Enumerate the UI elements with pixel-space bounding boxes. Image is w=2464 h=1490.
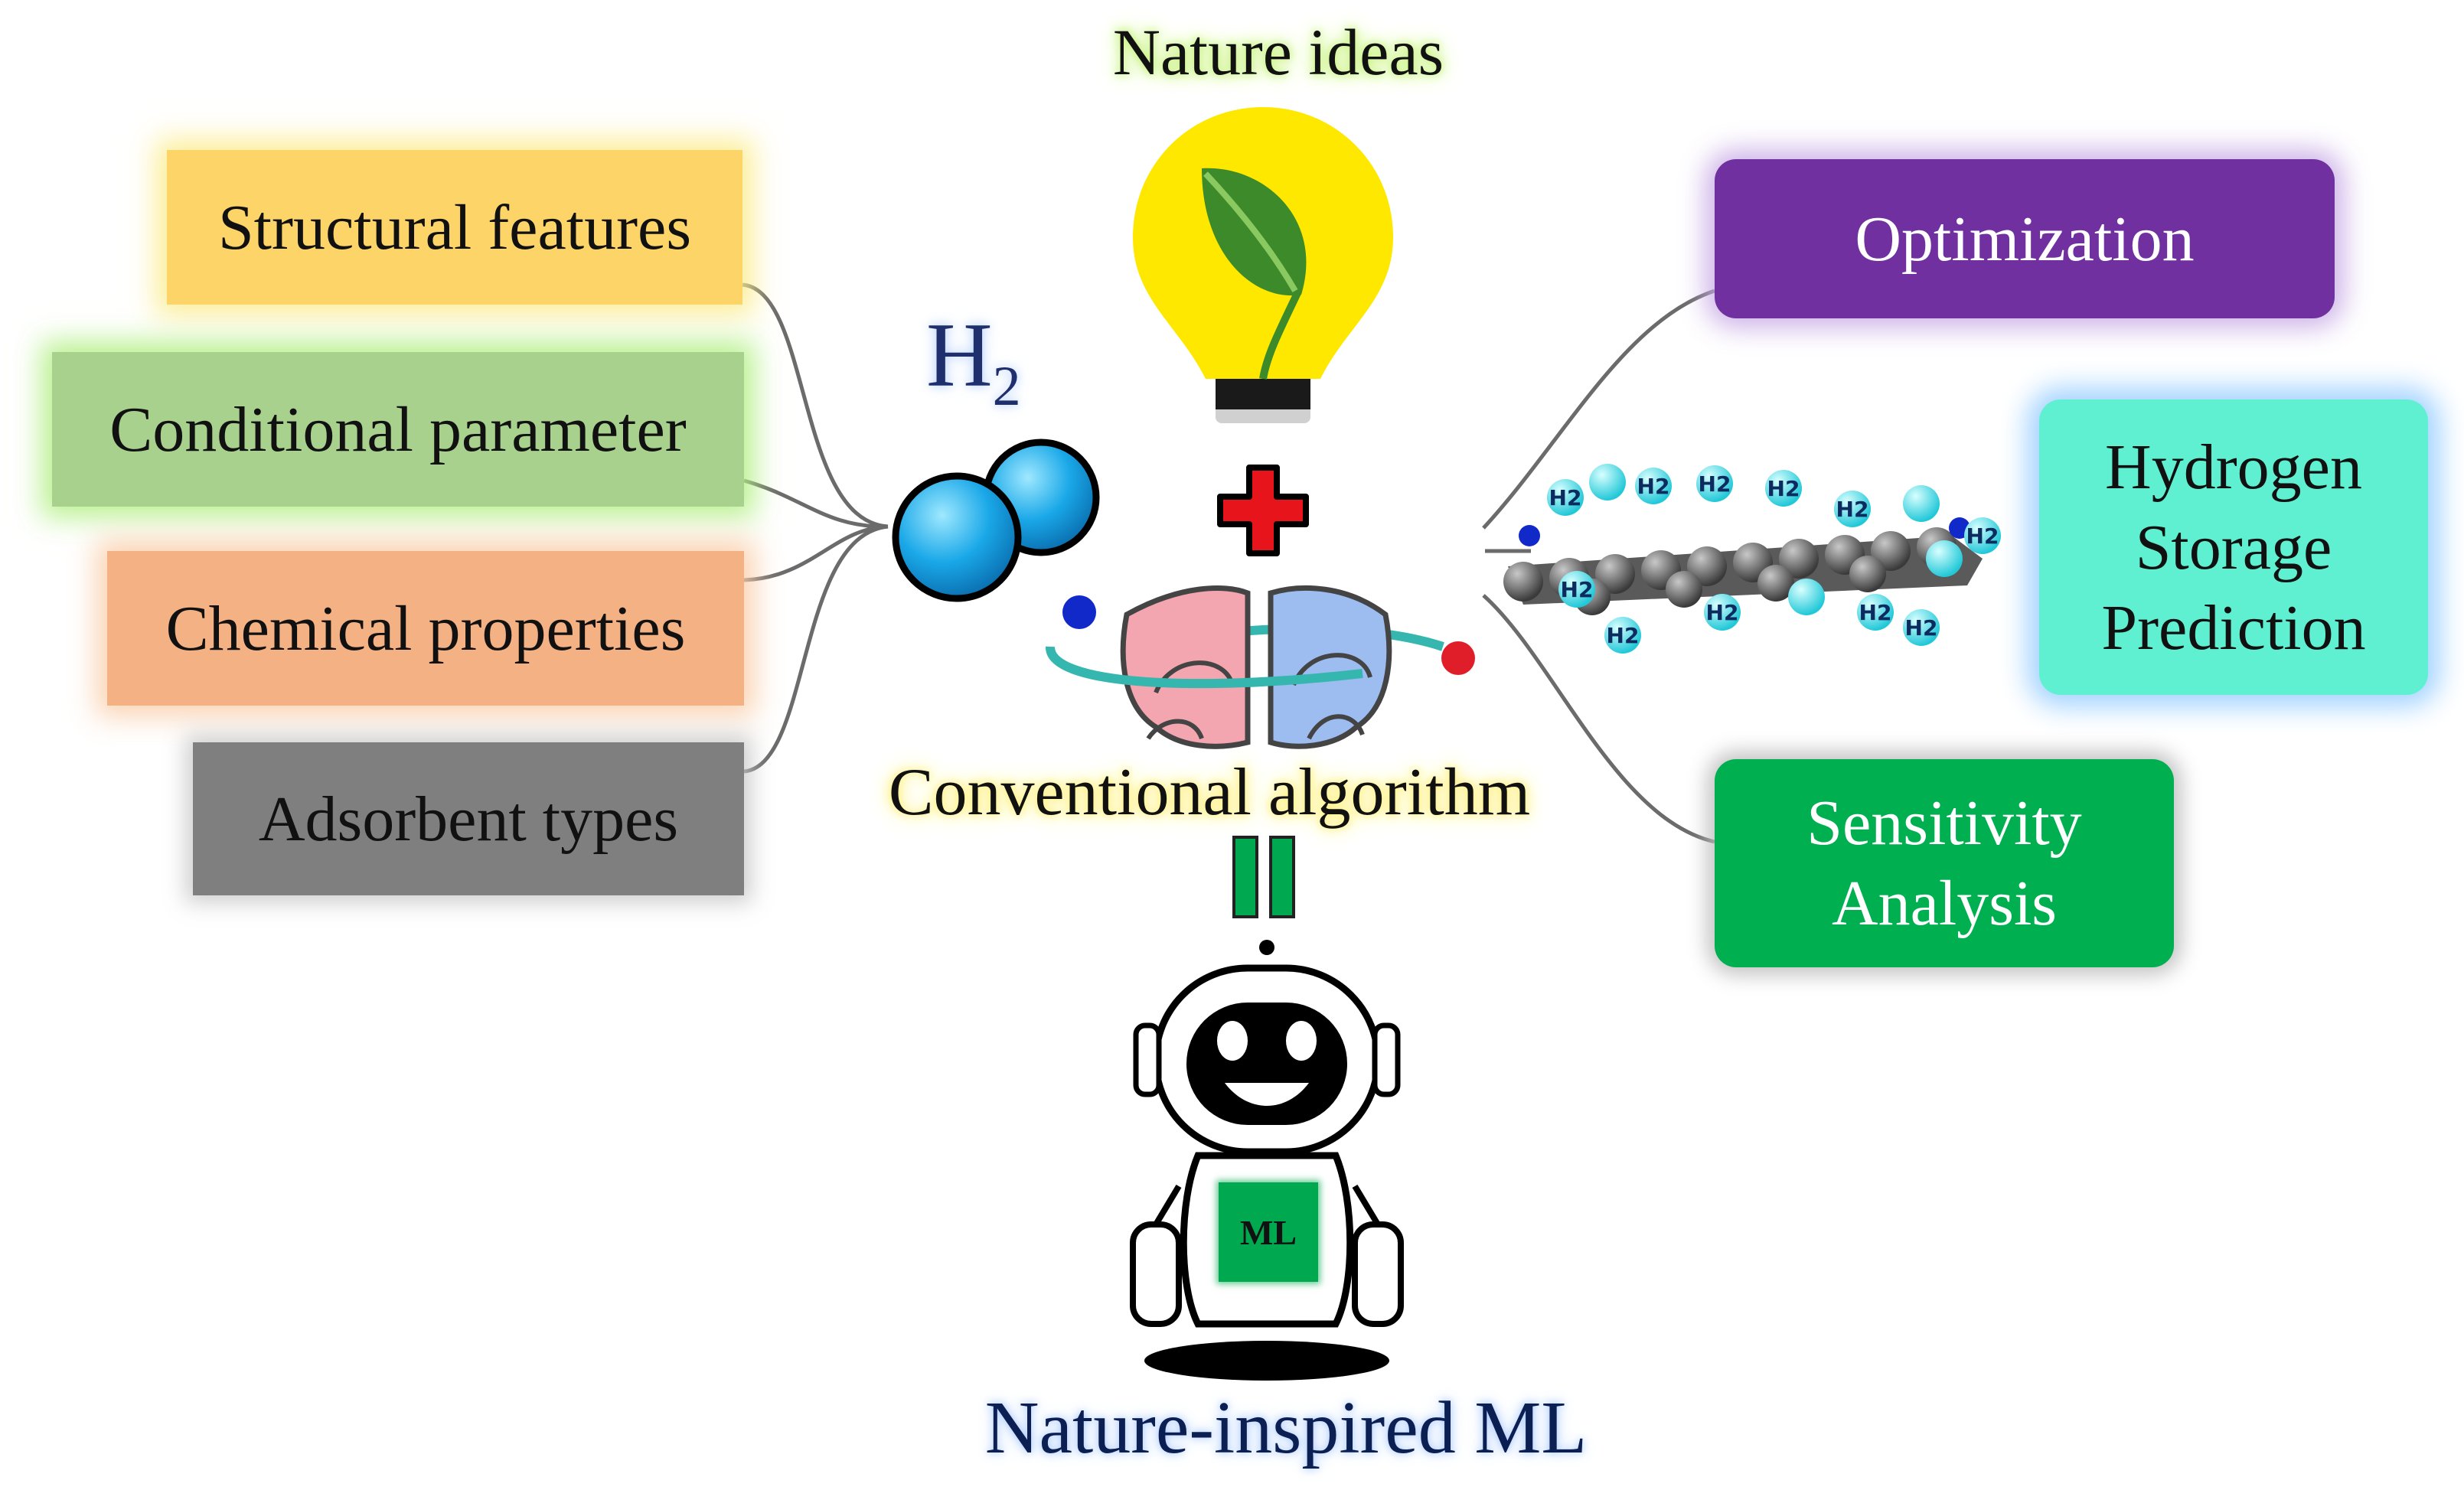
- hydrogen-storage-prediction-label: Hydrogen Storage Prediction: [2101, 431, 2366, 663]
- h2-tag: H2: [1836, 497, 1869, 522]
- sensitivity-analysis-label: Sensitivity Analysis: [1806, 787, 2082, 939]
- h2-tag: H2: [1607, 623, 1640, 648]
- nature-inspired-ml-title: Nature-inspired ML: [984, 1387, 1588, 1469]
- connector-chemical: [743, 524, 889, 582]
- chemical-properties-label: Chemical properties: [165, 592, 686, 664]
- structural-features-box: Structural features: [167, 150, 742, 305]
- conventional-algorithm-title: Conventional algorithm: [888, 755, 1531, 830]
- h2-tag: H2: [1767, 476, 1800, 501]
- conditional-parameter-box: Conditional parameter: [52, 352, 744, 507]
- h2-tag: H2: [1637, 474, 1670, 499]
- hydrogen-storage-prediction-box: Hydrogen Storage Prediction: [2039, 399, 2428, 695]
- graphene-hydrogen-icon: H2 H2 H2 H2 H2 H2 H2 H2 H2 H2 H2: [1503, 464, 2001, 654]
- adsorbent-types-label: Adsorbent types: [258, 783, 679, 855]
- h2-tag: H2: [1549, 485, 1582, 510]
- ml-badge: ML: [1219, 1182, 1318, 1282]
- h2-tag: H2: [1706, 600, 1739, 625]
- connector-optimization: [1482, 289, 1715, 530]
- connector-sensitivity: [1482, 594, 1715, 844]
- nature-ideas-title: Nature ideas: [1112, 15, 1444, 89]
- connector-conditional: [743, 478, 889, 529]
- connector-structural: [742, 282, 889, 529]
- connector-adsorbent: [743, 524, 889, 774]
- optimization-box: Optimization: [1715, 159, 2335, 318]
- hydrogen-molecule-icon: [892, 439, 1100, 602]
- h2-tag: H2: [1561, 577, 1594, 602]
- conditional-parameter-label: Conditional parameter: [109, 393, 687, 465]
- h2-tag: H2: [1859, 600, 1892, 625]
- sensitivity-analysis-box: Sensitivity Analysis: [1715, 759, 2174, 967]
- structural-features-label: Structural features: [217, 191, 692, 263]
- h2-tag: H2: [1699, 471, 1731, 497]
- h2-main: H: [926, 304, 993, 406]
- plus-icon: [1217, 465, 1309, 556]
- brain-icon: [1045, 585, 1475, 749]
- h2-tag: H2: [1966, 523, 1999, 549]
- equals-icon: [1232, 836, 1295, 918]
- robot-icon: [1130, 940, 1404, 1381]
- h2-title: H2: [926, 302, 1021, 419]
- h2-subscript: 2: [992, 355, 1021, 418]
- lightbulb-leaf-icon: [1133, 107, 1393, 423]
- chemical-properties-box: Chemical properties: [107, 551, 744, 706]
- optimization-label: Optimization: [1855, 203, 2195, 275]
- h2-tag: H2: [1905, 615, 1938, 641]
- adsorbent-types-box: Adsorbent types: [193, 742, 744, 895]
